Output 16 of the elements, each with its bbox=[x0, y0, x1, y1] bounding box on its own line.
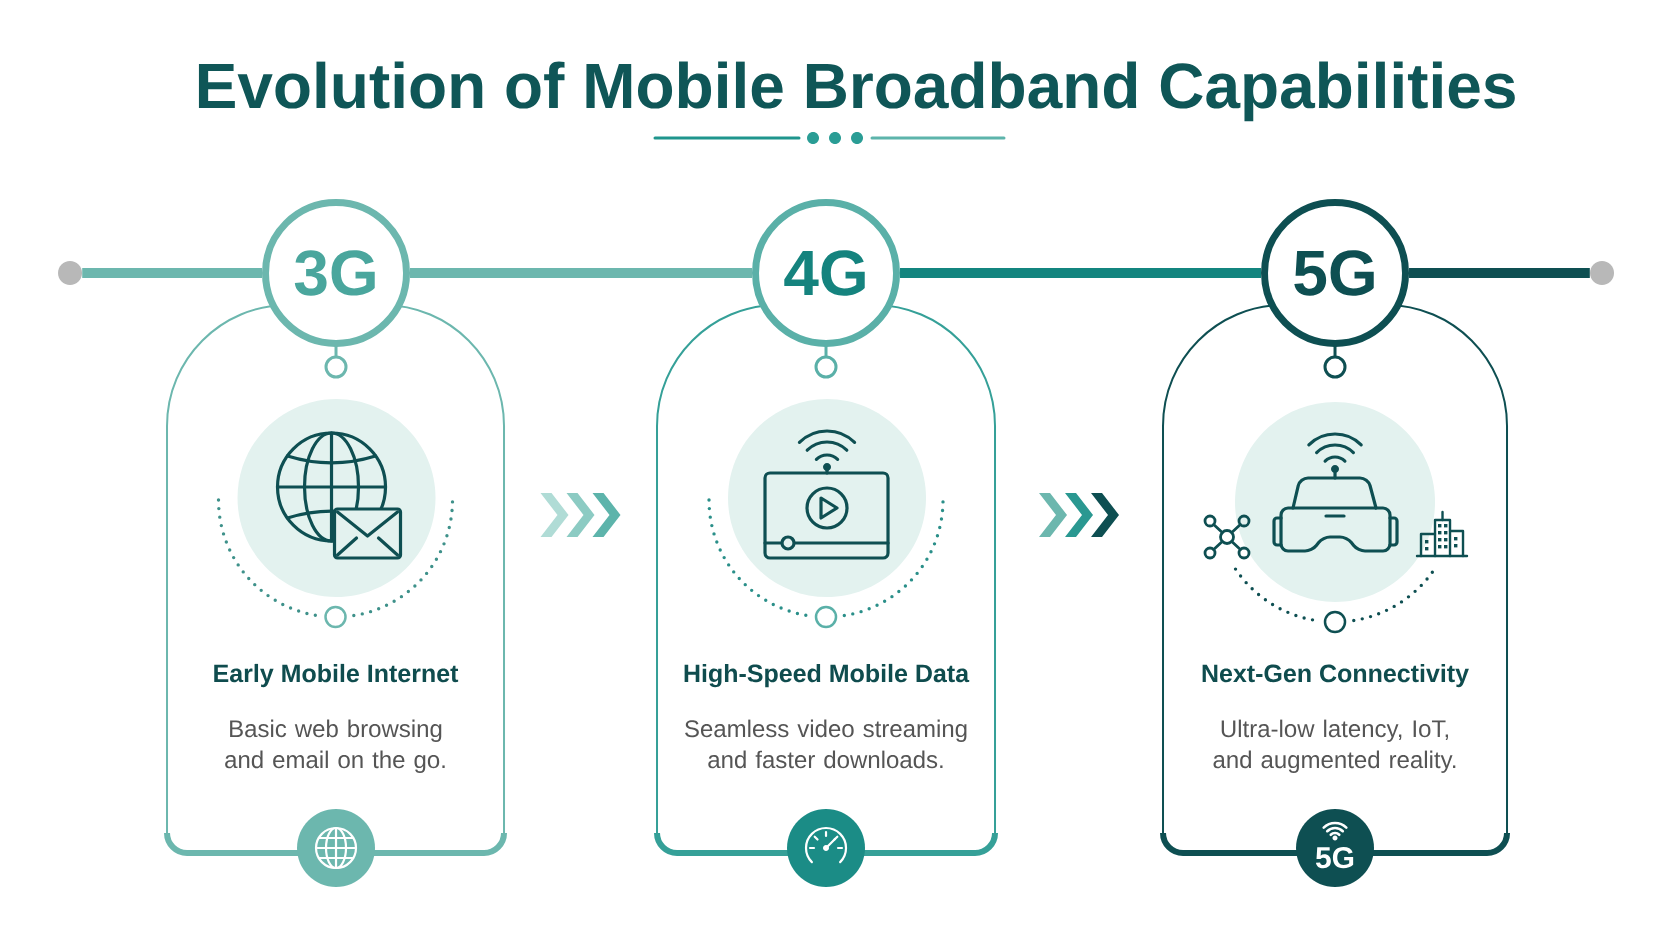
timeline-line bbox=[82, 268, 262, 278]
timeline-line bbox=[1409, 268, 1590, 278]
badge bbox=[297, 809, 375, 887]
card-description: Basic web browsing and email on the go. bbox=[225, 719, 445, 773]
badge bbox=[787, 809, 865, 887]
timeline-end-dot bbox=[58, 261, 82, 285]
card-heading: Early Mobile Internet bbox=[214, 663, 459, 688]
card-description: Ultra-low latency, IoT, and augmented reality. bbox=[1213, 719, 1456, 773]
card-heading: Next-Gen Connectivity bbox=[1202, 663, 1469, 688]
timeline-end-dot bbox=[1590, 261, 1614, 285]
card-description: Seamless video streaming and faster downloads. bbox=[685, 719, 967, 769]
timeline-line bbox=[900, 268, 1261, 278]
timeline-line bbox=[410, 268, 752, 278]
badge: 5G bbox=[1296, 809, 1374, 887]
title: Evolution of Mobile Broadband Capabilities bbox=[198, 61, 1515, 122]
card-heading: High-Speed Mobile Data bbox=[684, 663, 970, 688]
